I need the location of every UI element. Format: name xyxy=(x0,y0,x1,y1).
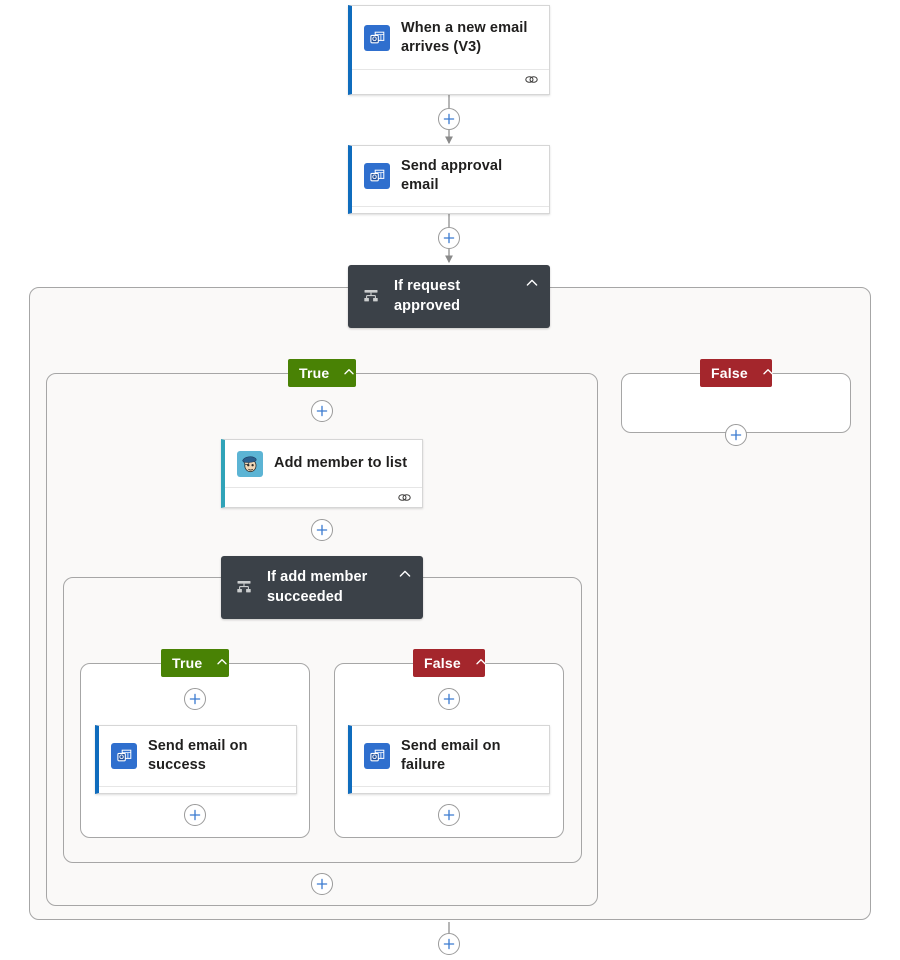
card-send-email-on-failure[interactable]: O Send email on failure xyxy=(348,725,550,794)
card-send-approval-email[interactable]: O Send approval email xyxy=(348,145,550,214)
add-step-outer-false[interactable] xyxy=(725,424,747,446)
branch-badge-inner-true[interactable]: True xyxy=(161,649,229,677)
card-footer xyxy=(352,205,549,213)
svg-text:O: O xyxy=(119,754,124,761)
card-footer xyxy=(99,785,296,793)
add-step-outer-true-bottom[interactable] xyxy=(311,873,333,895)
outlook-icon: O xyxy=(111,743,137,770)
svg-text:O: O xyxy=(372,174,377,181)
card-footer xyxy=(225,487,422,507)
card-title: Add member to list xyxy=(274,455,408,472)
svg-text:O: O xyxy=(372,36,377,43)
condition-if-request-approved[interactable]: If request approved xyxy=(348,265,550,328)
condition-title: If add member succeeded xyxy=(267,568,368,605)
outlook-icon: O xyxy=(364,743,390,770)
chevron-up-icon[interactable] xyxy=(342,365,356,382)
card-footer xyxy=(352,69,549,94)
outlook-icon: O xyxy=(364,163,390,190)
branch-badge-outer-true[interactable]: True xyxy=(288,359,356,387)
condition-title: If request approved xyxy=(394,277,461,314)
add-step-outer-true-top[interactable] xyxy=(311,400,333,422)
link-icon[interactable] xyxy=(524,73,539,91)
add-step-after-trigger[interactable] xyxy=(438,108,460,130)
condition-icon xyxy=(235,579,253,597)
card-body: O Send approval email xyxy=(352,146,549,206)
link-icon[interactable] xyxy=(524,790,539,793)
branch-label: False xyxy=(424,655,461,671)
svg-text:O: O xyxy=(372,754,377,761)
card-send-email-on-success[interactable]: O Send email on success xyxy=(95,725,297,794)
branch-label: True xyxy=(172,655,203,671)
card-when-a-new-email-arrives[interactable]: O When a new email arrives (V3) xyxy=(348,5,550,95)
link-icon[interactable] xyxy=(397,491,412,507)
link-icon[interactable] xyxy=(524,210,539,213)
card-title: Send email on failure xyxy=(401,738,501,774)
add-step-inner-false-bottom[interactable] xyxy=(438,804,460,826)
link-icon[interactable] xyxy=(271,790,286,793)
card-body: O Send email on failure xyxy=(352,726,549,786)
card-footer xyxy=(352,785,549,793)
chevron-up-icon[interactable] xyxy=(524,275,540,291)
branch-badge-inner-false[interactable]: False xyxy=(413,649,488,677)
condition-icon xyxy=(362,288,380,306)
card-add-member-to-list[interactable]: Add member to list xyxy=(221,439,423,508)
branch-label: True xyxy=(299,365,330,381)
branch-badge-outer-false[interactable]: False xyxy=(700,359,775,387)
add-step-inner-false-top[interactable] xyxy=(438,688,460,710)
add-step-after-approval[interactable] xyxy=(438,227,460,249)
chevron-up-icon[interactable] xyxy=(397,566,413,582)
condition-if-add-member-succeeded[interactable]: If add member succeeded xyxy=(221,556,423,619)
add-step-after-add-member[interactable] xyxy=(311,519,333,541)
add-step-inner-true-bottom[interactable] xyxy=(184,804,206,826)
card-body: O Send email on success xyxy=(99,726,296,786)
chevron-up-icon[interactable] xyxy=(761,365,775,382)
chevron-up-icon[interactable] xyxy=(474,655,488,672)
branch-label: False xyxy=(711,365,748,381)
outlook-icon: O xyxy=(364,25,390,51)
card-title: Send email on success xyxy=(148,738,248,774)
card-body: O When a new email arrives (V3) xyxy=(352,6,549,69)
mailchimp-icon xyxy=(237,451,263,477)
card-title: When a new email arrives (V3) xyxy=(401,19,528,55)
add-step-inner-true-top[interactable] xyxy=(184,688,206,710)
chevron-up-icon[interactable] xyxy=(215,655,229,672)
card-title: Send approval email xyxy=(401,158,503,194)
card-body: Add member to list xyxy=(225,440,422,487)
add-step-end-of-flow[interactable] xyxy=(438,933,460,955)
